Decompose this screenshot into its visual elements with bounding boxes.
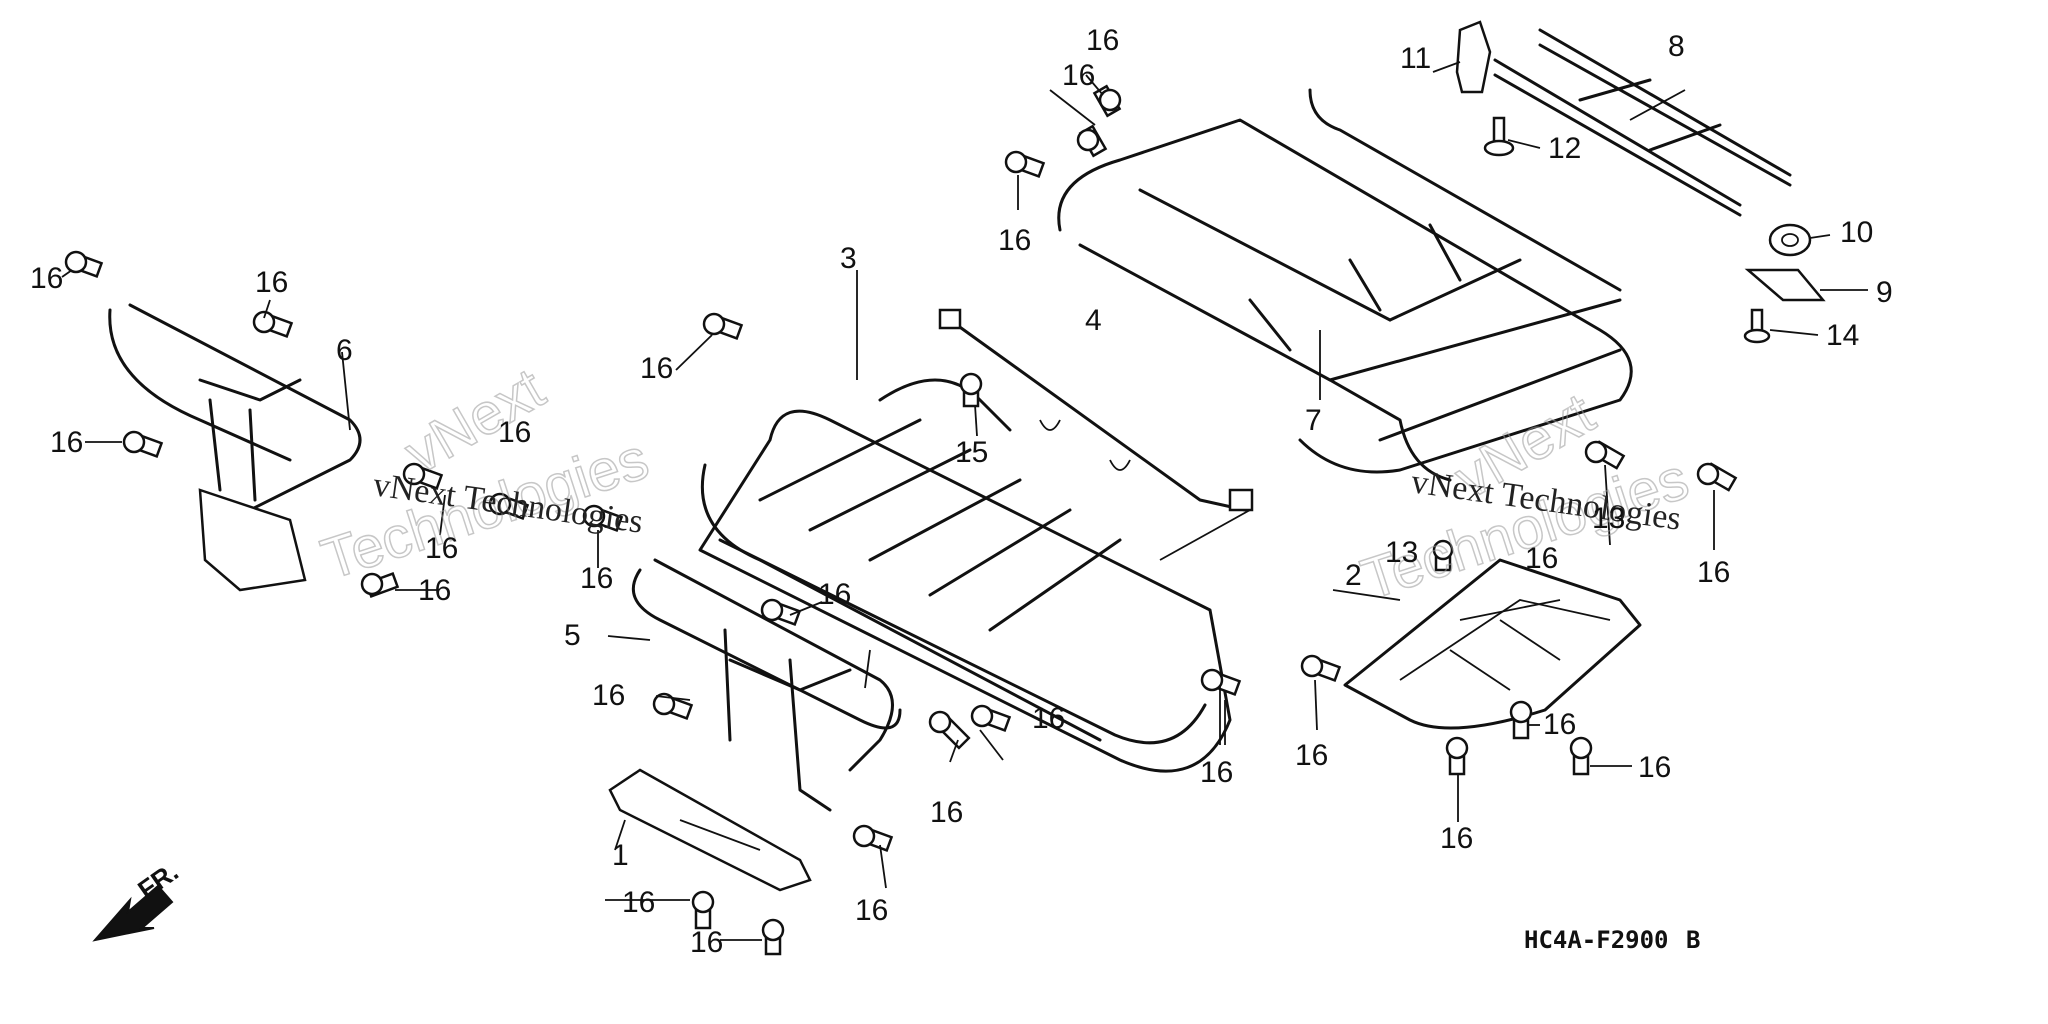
bolt-16-icon xyxy=(488,492,530,520)
part-3-carrier xyxy=(698,378,1232,773)
bolt-16-icon xyxy=(1300,654,1342,682)
callout-16: 16 xyxy=(1032,702,1065,735)
bolt-16-icon xyxy=(702,312,744,340)
callout-5: 5 xyxy=(564,619,581,652)
callout-16: 16 xyxy=(50,426,83,459)
callout-16: 16 xyxy=(580,562,613,595)
bolt-16-icon xyxy=(970,704,1012,732)
bolt-16-icon xyxy=(122,430,164,458)
callout-6: 6 xyxy=(336,334,353,367)
callout-16: 16 xyxy=(498,416,531,449)
watermark: vNext Technologies vNext Technologies vN… xyxy=(313,355,1697,613)
callout-16: 16 xyxy=(1525,542,1558,575)
bolt-16-icon xyxy=(760,598,802,626)
bolt-16-icon xyxy=(691,890,715,930)
part-12-bolt xyxy=(1483,116,1515,157)
bolt-16-icon xyxy=(1200,668,1242,696)
front-arrow-icon xyxy=(92,884,174,942)
callout-12: 12 xyxy=(1548,132,1581,165)
callout-10: 10 xyxy=(1840,216,1873,249)
callout-16: 16 xyxy=(1062,59,1095,92)
callout-13: 13 xyxy=(1385,536,1418,569)
part-7-carrier xyxy=(1057,88,1633,482)
bolt-16-icon xyxy=(1076,124,1108,158)
diagram-code: HC4A-F2900 xyxy=(1524,926,1669,954)
callout-16: 16 xyxy=(30,262,63,295)
part-5-guard xyxy=(631,558,902,812)
bolt-16-icon xyxy=(360,572,400,598)
callout-16: 16 xyxy=(930,796,963,829)
part-2-skid-plate xyxy=(1343,558,1642,730)
callout-16: 16 xyxy=(690,926,723,959)
callout-4: 4 xyxy=(1085,304,1102,337)
callout-11: 11 xyxy=(1400,42,1431,75)
callout-7: 7 xyxy=(1305,404,1322,437)
callout-16: 16 xyxy=(1543,708,1576,741)
callout-16: 16 xyxy=(998,224,1031,257)
front-label: FR. xyxy=(132,856,184,905)
bolt-15-icon xyxy=(959,372,983,408)
part-8-bar xyxy=(1493,28,1792,217)
part-4-bracket xyxy=(938,308,1254,561)
callout-16: 16 xyxy=(1086,24,1119,57)
callout-16: 16 xyxy=(425,532,458,565)
part-10-collar xyxy=(1768,223,1812,257)
callout-16: 16 xyxy=(1697,556,1730,589)
bolt-16-icon xyxy=(1696,462,1738,492)
callout-2: 2 xyxy=(1345,559,1362,592)
callout-16: 16 xyxy=(855,894,888,927)
bolt-16-icon xyxy=(652,692,694,720)
bolt-16-icon xyxy=(252,310,294,338)
bolt-16-icon xyxy=(1445,736,1469,776)
callout-16: 16 xyxy=(1638,751,1671,784)
bolt-16-icon xyxy=(928,710,971,750)
leader-lines xyxy=(61,61,1868,941)
bolt-16-icon xyxy=(582,504,624,532)
bolt-13-icon xyxy=(1584,440,1626,470)
callout-8: 8 xyxy=(1668,30,1685,63)
callout-16: 16 xyxy=(1295,739,1328,772)
bolt-group xyxy=(64,84,1738,956)
callout-3: 3 xyxy=(840,242,857,275)
bolt-16-icon xyxy=(402,462,444,490)
callout-16: 16 xyxy=(640,352,673,385)
callout-16: 16 xyxy=(818,578,851,611)
part-11-clip xyxy=(1455,20,1492,94)
callout-9: 9 xyxy=(1876,276,1893,309)
bolt-16-icon xyxy=(1569,736,1593,776)
callouts: 16 16 6 16 16 16 16 16 3 16 4 15 5 16 16… xyxy=(30,24,1893,959)
callout-16: 16 xyxy=(255,266,288,299)
callout-13: 13 xyxy=(1592,502,1625,535)
bolt-16-icon xyxy=(852,824,894,852)
callout-16: 16 xyxy=(1200,756,1233,789)
bolt-13-icon xyxy=(1432,539,1454,572)
bolt-16-icon xyxy=(761,918,785,956)
callout-1: 1 xyxy=(612,839,629,872)
callout-16: 16 xyxy=(418,574,451,607)
callout-16: 16 xyxy=(592,679,625,712)
part-9-plate xyxy=(1744,268,1826,302)
part-6-guard xyxy=(108,303,362,592)
callout-15: 15 xyxy=(955,436,988,469)
bolt-16-icon xyxy=(64,250,104,278)
diagram-code-suffix: B xyxy=(1686,926,1700,954)
callout-14: 14 xyxy=(1826,319,1859,352)
callout-16: 16 xyxy=(622,886,655,919)
part-1-bar xyxy=(608,768,812,892)
bolt-16-icon xyxy=(1004,150,1046,178)
bolt-16-icon xyxy=(1509,700,1533,740)
part-14-bolt xyxy=(1743,308,1771,344)
callout-16: 16 xyxy=(1440,822,1473,855)
